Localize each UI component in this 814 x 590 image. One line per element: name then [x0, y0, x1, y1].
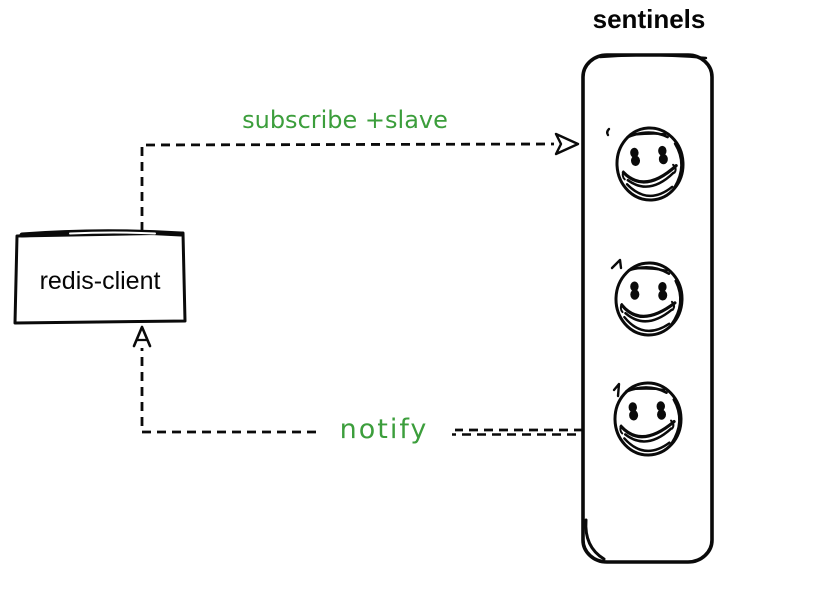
sketch-stroke	[69, 231, 156, 235]
notify-arrow-label: notify	[340, 414, 429, 445]
notify-arrow-line	[140, 348, 316, 434]
sentinels-title: sentinels	[593, 4, 706, 34]
sketch-mark-icon	[606, 127, 611, 137]
sketch-mark-icon	[612, 382, 621, 398]
subscribe-arrow-label: subscribe +slave	[242, 106, 448, 134]
sentinels-box	[581, 53, 714, 564]
redis-client-label: redis-client	[40, 267, 161, 295]
subscribe-arrow-line	[140, 142, 555, 231]
sketch-mark-icon	[610, 258, 623, 270]
arrowhead-right-icon	[554, 132, 580, 156]
sketch-stroke	[598, 54, 708, 60]
arrowhead-up-icon	[132, 325, 152, 348]
sketch-stroke	[584, 518, 606, 561]
